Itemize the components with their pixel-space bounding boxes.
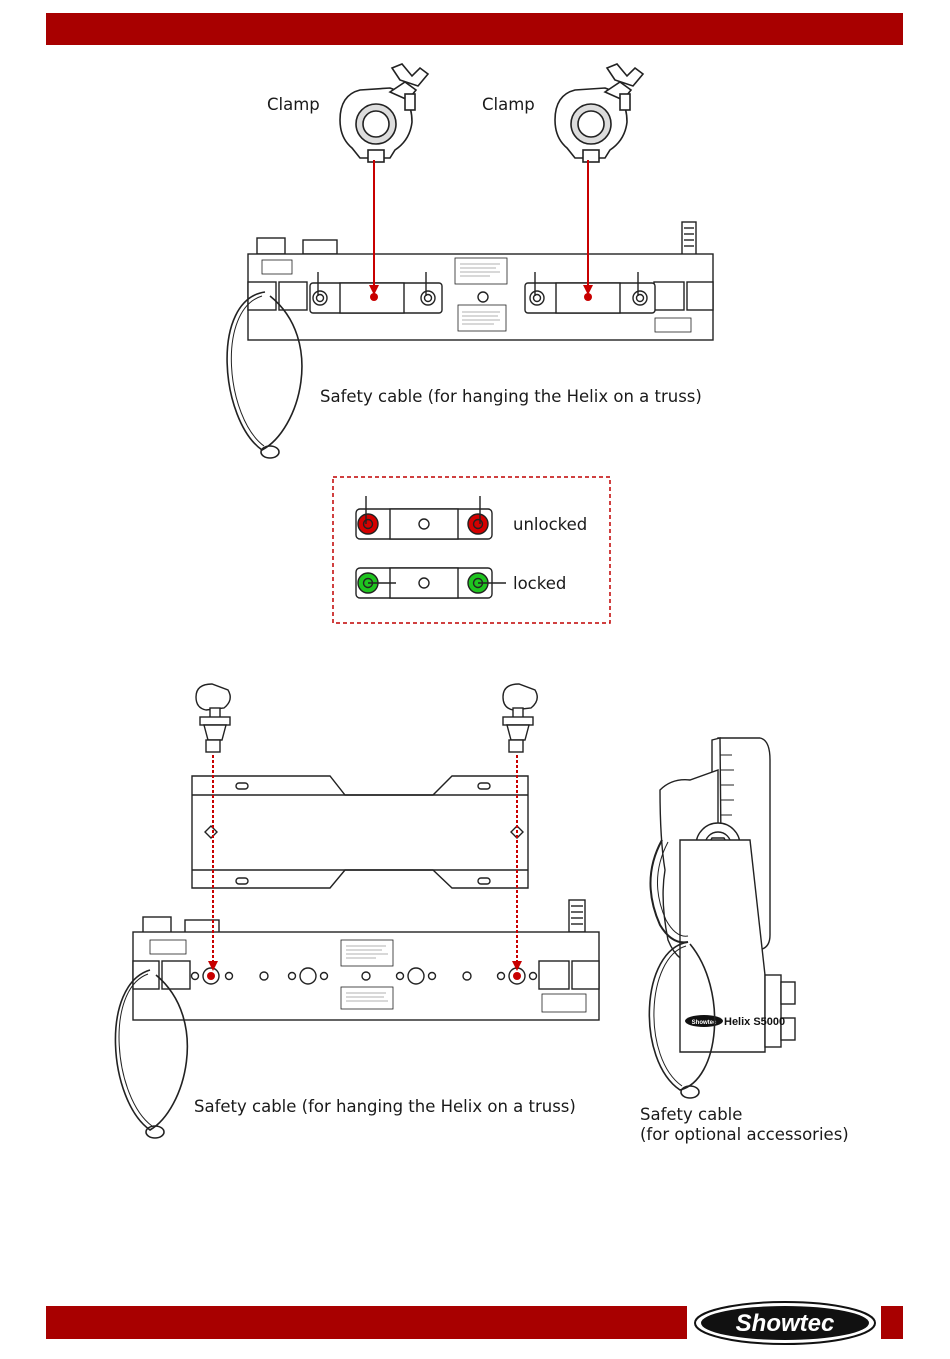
footer-bar	[46, 1306, 687, 1339]
side-safety-cable-sublabel: (for optional accessories)	[640, 1125, 849, 1145]
mounting-plate	[192, 776, 528, 888]
showtec-logo: Showtec	[691, 1300, 879, 1346]
svg-text:Showtec: Showtec	[736, 1310, 835, 1337]
svg-text:Helix S5000: Helix S5000	[724, 1016, 785, 1028]
fixture-logo-plate: Showtec Helix S5000	[685, 1015, 785, 1028]
locked-label: locked	[513, 574, 566, 594]
clamp-left-label: Clamp	[267, 95, 320, 115]
quick-lock-right-icon	[503, 684, 537, 752]
bracket-front-view	[248, 222, 713, 340]
lock-legend-box	[333, 477, 610, 623]
footer-bar-end	[881, 1306, 903, 1339]
unlocked-label: unlocked	[513, 515, 587, 535]
clamp-left-icon	[340, 64, 428, 162]
clamp-right-icon	[555, 64, 643, 162]
bracket-front-view-2	[133, 900, 599, 1020]
clamp-right-label: Clamp	[482, 95, 535, 115]
svg-text:Showtec: Showtec	[692, 1020, 717, 1026]
quick-lock-left-icon	[196, 684, 230, 752]
fixture-side-view	[650, 738, 795, 1052]
side-safety-cable-label: Safety cable	[640, 1105, 742, 1125]
safety-cable-label: Safety cable (for hanging the Helix on a…	[320, 387, 702, 407]
locked-example	[356, 568, 506, 598]
safety-cable-label-2: Safety cable (for hanging the Helix on a…	[194, 1097, 576, 1117]
unlocked-example	[356, 496, 492, 539]
